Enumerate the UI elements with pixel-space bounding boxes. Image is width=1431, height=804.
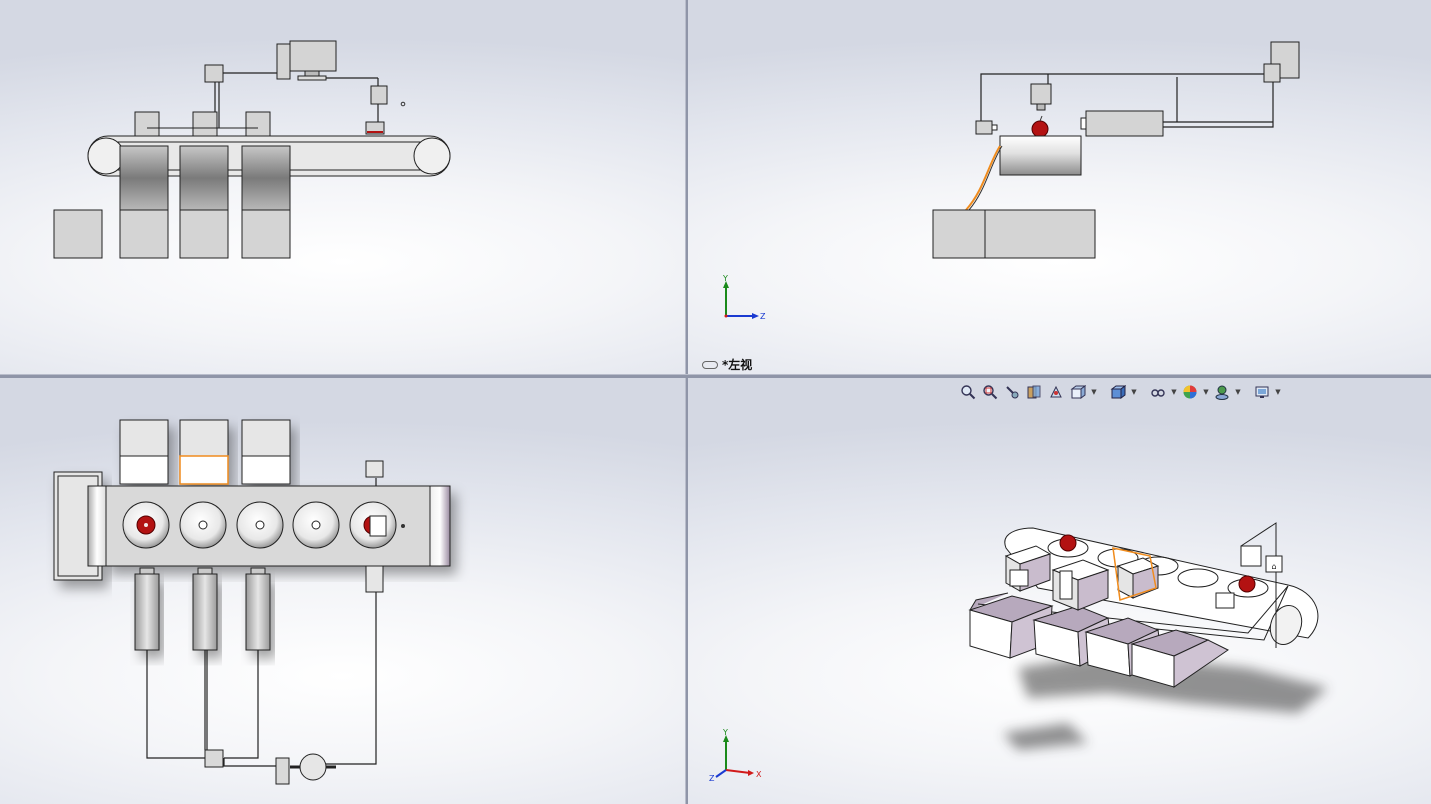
junction-box[interactable] bbox=[204, 64, 224, 83]
junction-box[interactable] bbox=[204, 749, 224, 768]
link-views-icon[interactable] bbox=[702, 360, 718, 369]
axis-z-label: Z bbox=[760, 312, 766, 321]
view-settings-icon[interactable] bbox=[1252, 382, 1272, 402]
zoom-to-area-icon[interactable] bbox=[980, 382, 1000, 402]
bin-1[interactable] bbox=[119, 209, 169, 259]
chevron-down-icon[interactable]: ▼ bbox=[1171, 388, 1177, 396]
viewport-front[interactable] bbox=[0, 0, 685, 374]
bin-3[interactable] bbox=[241, 209, 291, 259]
svg-text:⌂: ⌂ bbox=[1271, 562, 1276, 571]
camera[interactable] bbox=[365, 460, 384, 478]
bin-row[interactable] bbox=[932, 209, 1096, 259]
pusher-1[interactable] bbox=[134, 111, 160, 137]
controller-box[interactable] bbox=[276, 43, 291, 80]
pusher-3[interactable] bbox=[245, 111, 271, 137]
chevron-down-icon[interactable]: ▼ bbox=[1091, 388, 1097, 396]
chevron-down-icon[interactable]: ▼ bbox=[1235, 388, 1241, 396]
camera[interactable] bbox=[370, 85, 388, 105]
previous-view-icon[interactable] bbox=[1002, 382, 1022, 402]
monitor[interactable] bbox=[289, 40, 337, 72]
controller-box[interactable] bbox=[275, 757, 290, 785]
conveyor-edge bbox=[965, 145, 1001, 211]
sensor-3[interactable] bbox=[1215, 592, 1235, 609]
display-style-icon[interactable] bbox=[1108, 382, 1128, 402]
axis-x-label: X bbox=[756, 770, 762, 779]
chevron-down-icon[interactable]: ▼ bbox=[1203, 388, 1209, 396]
horizontal-splitter[interactable] bbox=[0, 374, 1431, 378]
wiring bbox=[980, 73, 1274, 128]
conveyor-belt[interactable] bbox=[1004, 527, 1319, 639]
view-label[interactable]: *左视 bbox=[702, 356, 752, 373]
front-view-model[interactable] bbox=[0, 0, 685, 374]
controller-box[interactable] bbox=[1265, 555, 1283, 573]
pusher-cylinders[interactable] bbox=[134, 567, 271, 651]
chute-3[interactable] bbox=[241, 145, 291, 211]
viewport-isometric[interactable]: ▼ ▼ ▼ ▼ ▼ ▼ bbox=[688, 378, 1431, 804]
section-view-icon[interactable] bbox=[1024, 382, 1044, 402]
chute-1[interactable] bbox=[119, 145, 169, 211]
apply-scene-icon[interactable] bbox=[1212, 382, 1232, 402]
axis-triad: Y Z bbox=[722, 274, 766, 321]
conveyor-drum[interactable] bbox=[999, 135, 1082, 176]
chute-2[interactable] bbox=[179, 145, 229, 211]
axis-triad-iso: Y X Z bbox=[709, 728, 762, 783]
sensor[interactable] bbox=[975, 120, 993, 135]
bins-top[interactable] bbox=[119, 419, 291, 485]
vertical-splitter[interactable] bbox=[685, 0, 688, 804]
left-view-model[interactable] bbox=[688, 0, 1431, 374]
camera-mast bbox=[1240, 522, 1277, 648]
dynamic-annotation-icon[interactable] bbox=[1046, 382, 1066, 402]
camera-sensor[interactable] bbox=[365, 565, 384, 593]
sensor-1[interactable] bbox=[1009, 569, 1029, 587]
wiring bbox=[214, 72, 379, 128]
viewport-top[interactable] bbox=[0, 378, 685, 804]
hide-show-items-icon[interactable] bbox=[1148, 382, 1168, 402]
axis-y-label: Y bbox=[722, 728, 728, 737]
axis-y-label: Y bbox=[722, 274, 728, 283]
controller-box[interactable] bbox=[1263, 63, 1281, 83]
chevron-down-icon[interactable]: ▼ bbox=[1131, 388, 1137, 396]
top-view-model[interactable] bbox=[0, 378, 685, 804]
bins[interactable] bbox=[968, 595, 1229, 688]
axis-z-label: Z bbox=[709, 774, 715, 783]
bin-2[interactable] bbox=[179, 209, 229, 259]
isometric-model[interactable]: ⌂ bbox=[688, 378, 1431, 804]
viewport-left[interactable]: Y Z *左视 bbox=[688, 0, 1431, 374]
monitor-top[interactable] bbox=[299, 753, 327, 781]
edit-appearance-icon[interactable] bbox=[1180, 382, 1200, 402]
view-label-text: *左视 bbox=[722, 358, 753, 372]
chevron-down-icon[interactable]: ▼ bbox=[1275, 388, 1281, 396]
apple-1[interactable] bbox=[1059, 534, 1077, 552]
camera[interactable] bbox=[1030, 83, 1052, 105]
heads-up-toolbar: ▼ ▼ ▼ ▼ ▼ ▼ bbox=[958, 382, 1282, 402]
bin-0[interactable] bbox=[53, 209, 103, 259]
sensor-2[interactable] bbox=[1059, 570, 1073, 600]
view-orientation-icon[interactable] bbox=[1068, 382, 1088, 402]
pusher-cylinder[interactable] bbox=[1085, 110, 1164, 137]
apple-2[interactable] bbox=[1238, 575, 1256, 593]
apple[interactable] bbox=[1031, 120, 1049, 138]
turntables[interactable] bbox=[122, 501, 397, 549]
zoom-to-fit-icon[interactable] bbox=[958, 382, 978, 402]
camera[interactable] bbox=[1240, 545, 1262, 567]
pushers[interactable] bbox=[1004, 545, 1160, 611]
pusher-2[interactable] bbox=[192, 111, 218, 137]
